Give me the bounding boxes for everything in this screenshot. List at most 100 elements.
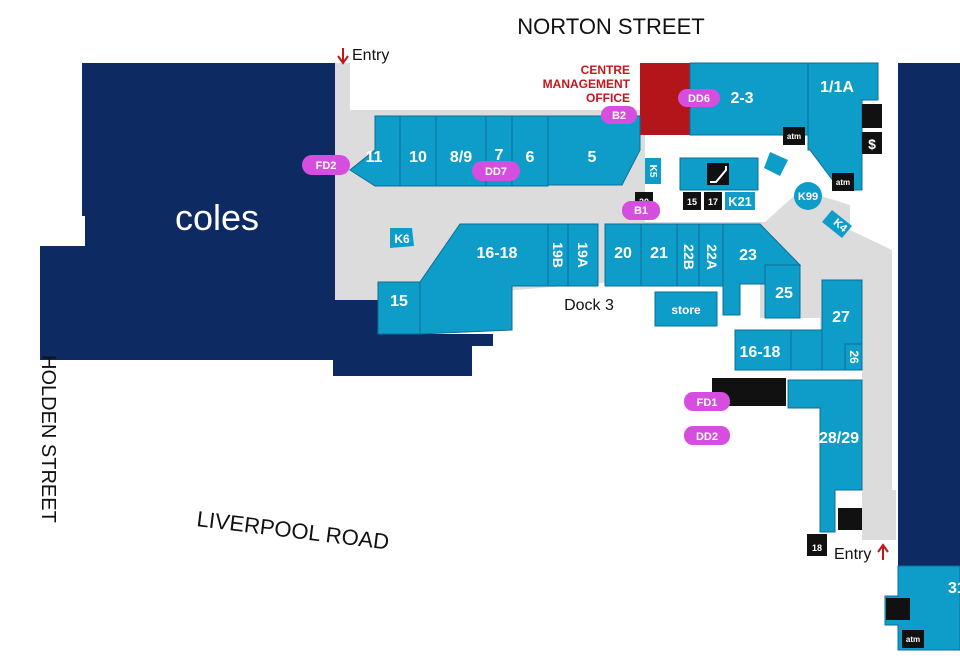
- escalator-icon: [710, 166, 727, 183]
- kiosk-k6[interactable]: [390, 228, 414, 248]
- shop-28-29[interactable]: [787, 379, 863, 533]
- entry-arrows: [337, 48, 889, 560]
- mini-box-17[interactable]: [704, 192, 722, 210]
- svg-text:DD7: DD7: [485, 166, 507, 178]
- dock-label: Dock 3: [564, 297, 614, 314]
- atm-icon[interactable]: [902, 630, 924, 648]
- atm-icon[interactable]: [832, 173, 854, 191]
- pill-fd1[interactable]: FD1: [684, 392, 730, 411]
- coles-area[interactable]: [40, 63, 493, 376]
- atm-icon[interactable]: [783, 127, 805, 145]
- escalator-icon[interactable]: [707, 163, 729, 185]
- label-1-1a: 1/1A: [820, 79, 854, 96]
- escalator-icon-east[interactable]: [886, 598, 910, 620]
- shop-31[interactable]: [884, 565, 960, 651]
- label-6: 6: [526, 149, 535, 166]
- shop-19a[interactable]: [567, 223, 599, 287]
- shop-25[interactable]: [764, 264, 801, 319]
- mini-box-18[interactable]: [807, 534, 827, 556]
- shop-26[interactable]: [844, 343, 863, 371]
- building-icon: [862, 104, 882, 128]
- label-25: 25: [775, 285, 793, 302]
- shop-15[interactable]: [377, 281, 421, 335]
- management-line-1: CENTRE: [581, 63, 630, 77]
- pill-b1[interactable]: B1: [622, 201, 660, 220]
- street-holden: HOLDEN STREET: [37, 355, 59, 523]
- kiosk-k3[interactable]: [764, 152, 788, 176]
- pill-fd2[interactable]: FD2: [302, 155, 350, 175]
- label-k6: K6: [394, 232, 410, 246]
- shop-16-18-east[interactable]: [734, 329, 792, 371]
- svg-text:FD1: FD1: [697, 397, 718, 409]
- management-line-3: OFFICE: [586, 91, 630, 105]
- label-k21: K21: [728, 194, 752, 209]
- label-16-18: 16-18: [477, 245, 518, 262]
- label-k99: K99: [798, 191, 818, 203]
- label-22b: 22B: [681, 244, 697, 270]
- label-k5: K5: [647, 165, 658, 178]
- pill-dd2[interactable]: DD2: [684, 426, 730, 445]
- shop-1-1a[interactable]: [807, 62, 879, 191]
- escalator-icon-south[interactable]: [838, 508, 862, 530]
- label-21: 21: [650, 245, 668, 262]
- shop-unit-small[interactable]: [790, 329, 823, 371]
- coles-label: coles: [175, 197, 259, 238]
- label-19a: 19A: [575, 242, 591, 268]
- label-27: 27: [832, 309, 850, 326]
- svg-text:B2: B2: [612, 110, 626, 122]
- svg-text:B1: B1: [634, 205, 648, 217]
- label-7: 7: [495, 147, 504, 164]
- kiosk-k5[interactable]: [645, 158, 661, 184]
- label-8-9: 8/9: [450, 149, 472, 166]
- label-19b: 19B: [550, 242, 566, 268]
- parking-pills: DD6 B2 FD2 DD7 B1 FD1 DD2: [302, 89, 730, 445]
- svg-text:FD2: FD2: [316, 160, 337, 172]
- label-mini-18: 18: [812, 543, 822, 553]
- label-31: 31: [948, 580, 960, 597]
- east-building: [898, 63, 960, 566]
- label-mini-15: 15: [687, 197, 697, 207]
- label-5: 5: [588, 149, 597, 166]
- label-2-3: 2-3: [730, 90, 753, 107]
- entry-label-bottom: Entry: [834, 546, 871, 563]
- anchor-areas: [40, 63, 960, 566]
- management-line-2: MANAGEMENT: [543, 77, 631, 91]
- label-23: 23: [739, 247, 757, 264]
- shop-10[interactable]: [399, 115, 437, 187]
- label-26: 26: [847, 350, 861, 364]
- entry-arrow-up-icon: [877, 543, 889, 560]
- pill-dd6[interactable]: DD6: [678, 89, 720, 107]
- pill-dd7[interactable]: DD7: [472, 161, 520, 181]
- label-15: 15: [390, 293, 408, 310]
- label-16-18-east: 16-18: [740, 344, 781, 361]
- shop-20[interactable]: [604, 223, 642, 287]
- amenities: [390, 104, 924, 648]
- label-atm-2: atm: [836, 178, 850, 187]
- kiosk-k4[interactable]: [822, 210, 852, 238]
- shop-21[interactable]: [640, 223, 678, 287]
- shop-labels: 2-3 1/1A 5 6 7 8/9 10 11 15 16-18 19B 19…: [366, 79, 960, 597]
- entry-arrow-down-icon: [337, 48, 349, 65]
- street-liverpool: LIVERPOOL ROAD: [195, 506, 390, 554]
- dollar-icon[interactable]: [862, 132, 882, 154]
- pill-b2[interactable]: B2: [601, 106, 637, 124]
- shop-11[interactable]: [349, 115, 401, 187]
- mini-box-15[interactable]: [683, 192, 701, 210]
- label-28-29: 28/29: [819, 430, 859, 447]
- label-store: store: [671, 303, 701, 317]
- label-10: 10: [409, 149, 427, 166]
- label-atm-3: atm: [906, 635, 920, 644]
- entry-label-top: Entry: [352, 47, 389, 64]
- kiosk-k99[interactable]: [794, 182, 822, 210]
- store-unit[interactable]: [654, 291, 718, 327]
- street-norton: NORTON STREET: [517, 14, 704, 39]
- kiosk-k21[interactable]: [725, 192, 755, 210]
- label-11: 11: [366, 149, 383, 166]
- label-22a: 22A: [704, 244, 720, 270]
- label-atm-1: atm: [787, 132, 801, 141]
- label-mini-17: 17: [708, 197, 718, 207]
- svg-text:DD2: DD2: [696, 431, 718, 443]
- label-20: 20: [614, 245, 632, 262]
- svg-text:DD6: DD6: [688, 93, 710, 105]
